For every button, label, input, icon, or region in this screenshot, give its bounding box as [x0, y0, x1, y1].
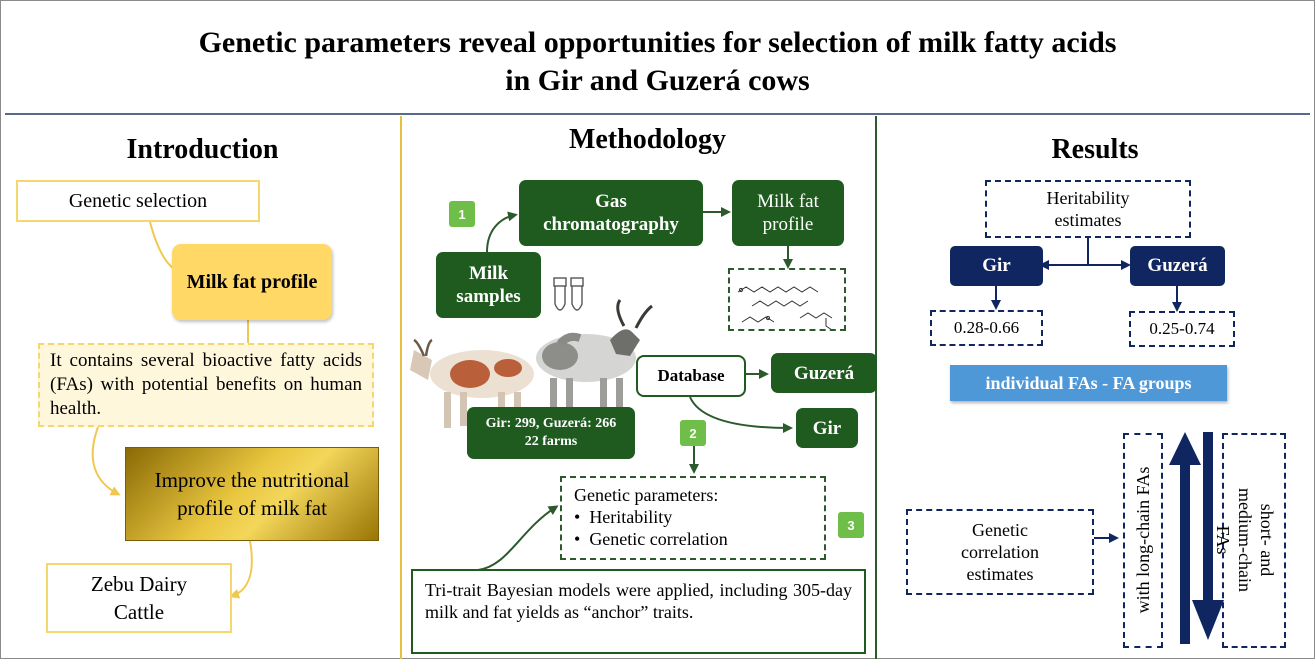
gir-db-box: Gir: [796, 408, 858, 448]
short-medium-chain-box: [1222, 433, 1286, 648]
heritability-text: Heritability: [589, 507, 673, 527]
guzera-heritability-range: 0.25-0.74: [1129, 311, 1235, 347]
fa-groups-bar: individual FAs - FA groups: [950, 365, 1227, 401]
herd-count-line-2: 22 farms: [524, 434, 578, 449]
herd-count-line-1: Gir: 299, Guzerá: 266: [485, 416, 617, 431]
arrow-database-to-gir: [689, 396, 793, 433]
bioactive-fa-description: It contains several bioactive fatty acid…: [38, 343, 374, 427]
genetic-correlation-text: Genetic correlation: [589, 529, 728, 549]
cow-icon: [410, 299, 653, 428]
gir-heritability-range: 0.28-0.66: [930, 310, 1043, 346]
tube-icon: [553, 277, 584, 311]
step-1-badge: 1: [449, 201, 475, 227]
up-arrow-long-chain: [1169, 432, 1201, 644]
short-medium-chain-label: short- and medium-chain FAs: [1213, 488, 1277, 592]
milk-fat-profile-result-box: Milk fat profile: [732, 180, 844, 246]
molecule-frame: [728, 268, 846, 331]
genetic-correlation-bullet: • Genetic correlation: [574, 529, 728, 549]
step-2-badge: 2: [680, 420, 706, 446]
bayesian-models-box: Tri-trait Bayesian models were applied, …: [411, 569, 866, 654]
arrow-improve-to-zebu: [229, 540, 253, 599]
heritability-estimates-box: Heritability estimates: [985, 180, 1191, 238]
guzera-result-box: Guzerá: [1130, 246, 1225, 286]
long-chain-box: [1123, 433, 1163, 648]
improve-nutritional-box: Improve the nutritional profile of milk …: [125, 447, 379, 541]
results-heading: Results: [1051, 134, 1139, 165]
herd-count-box: Gir: 299, Guzerá: 266 22 farms: [467, 407, 635, 459]
gir-result-box: Gir: [950, 246, 1043, 286]
gas-chromatography-box: Gas chromatography: [519, 180, 703, 246]
milk-samples-box: Milk samples: [436, 252, 541, 318]
guzera-db-box: Guzerá: [771, 353, 877, 393]
arrow-text-to-improve: [91, 426, 121, 496]
long-chain-label: with long-chain FAs: [1133, 466, 1153, 614]
molecule-icon: [737, 286, 833, 331]
title-line-1: Genetic parameters reveal opportunities …: [198, 26, 1117, 59]
genetic-correlation-estimates-box: Genetic correlation estimates: [906, 509, 1094, 595]
heritability-bullet: • Heritability: [574, 507, 673, 527]
genetic-parameters-label: Genetic parameters:: [574, 485, 719, 505]
introduction-heading: Introduction: [126, 134, 279, 165]
methodology-heading: Methodology: [568, 124, 727, 155]
poster-title: Genetic parameters reveal opportunities …: [30, 24, 1285, 100]
genetic-selection-box: Genetic selection: [16, 180, 260, 222]
arrow-models-to-params: [477, 505, 559, 571]
title-line-2: in Gir and Guzerá cows: [505, 64, 810, 97]
arrow-samples-to-gc: [486, 211, 518, 253]
zebu-dairy-cattle-box: Zebu Dairy Cattle: [46, 563, 232, 633]
database-box: Database: [636, 355, 746, 397]
down-arrow-short-chain: [1192, 432, 1224, 640]
milk-fat-profile-box: Milk fat profile: [172, 244, 332, 320]
genetic-parameters-box: Genetic parameters: • Heritability • Gen…: [560, 476, 826, 560]
step-3-badge: 3: [838, 512, 864, 538]
